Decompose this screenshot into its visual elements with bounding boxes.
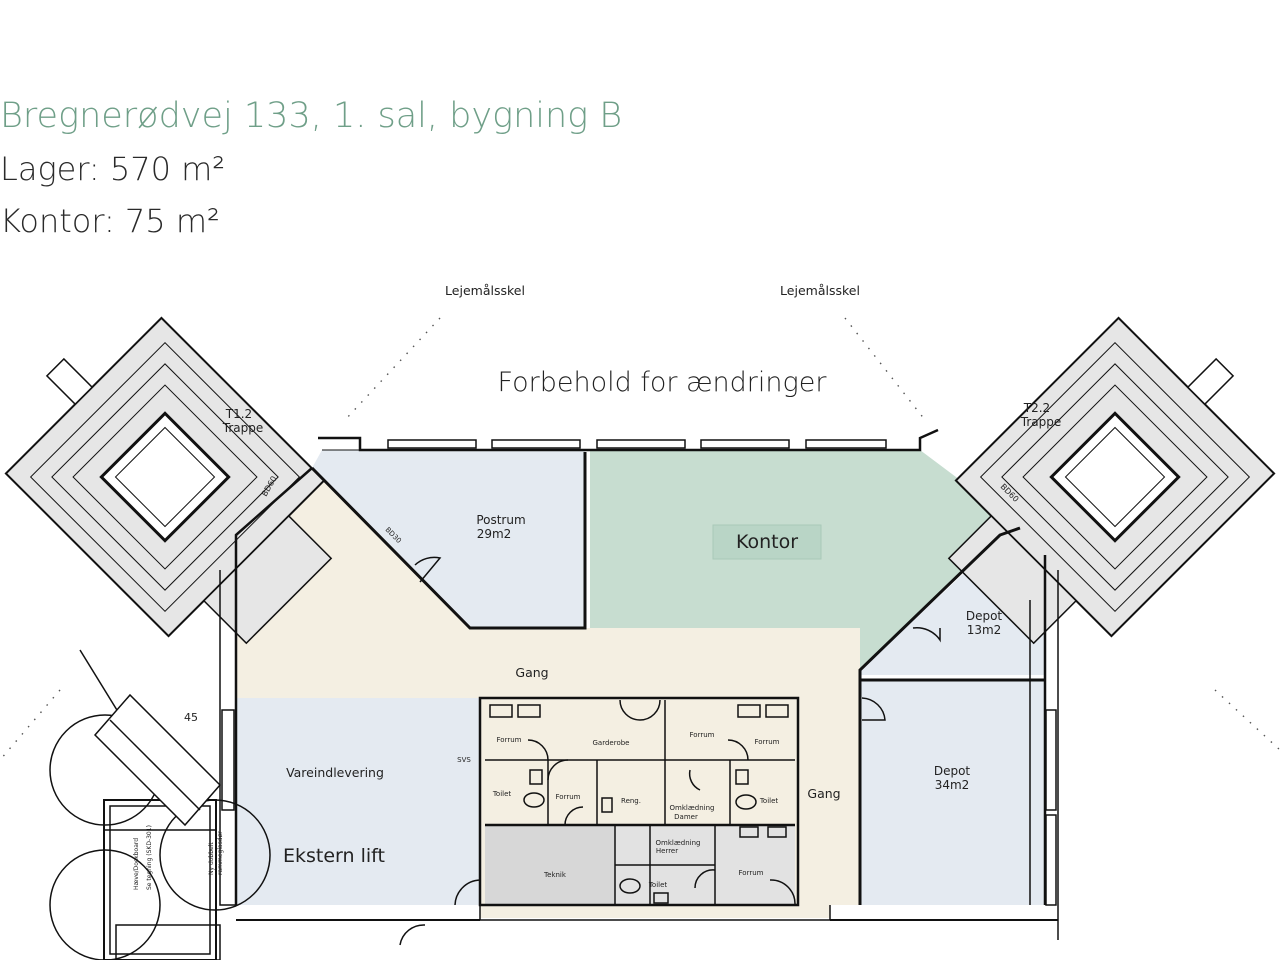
vareindlevering-label: Vareindlevering [286, 765, 384, 780]
omkl-damer-label-2: Damer [674, 813, 698, 821]
omkl-herrer-label-1: Omklædning [656, 839, 701, 847]
plan-labels: Lejemålsskel Lejemålsskel Forbehold for … [133, 283, 1061, 890]
lease-boundary-left-label: Lejemålsskel [445, 283, 525, 298]
depot-small-area: 13m2 [967, 623, 1002, 637]
forrum-label-2: Forrum [690, 731, 715, 739]
forrum-label-1: Forrum [497, 736, 522, 744]
disclaimer-label: Forbehold for ændringer [498, 367, 828, 398]
toilet-label-2: Toilet [759, 797, 779, 805]
postrum-name: Postrum [476, 513, 525, 527]
garderobe-label: Garderobe [593, 739, 630, 747]
kontor-label-box [712, 524, 822, 560]
forrum-label-5: Forrum [739, 869, 764, 877]
interior-walls [310, 452, 1045, 905]
office-area-line: Kontor: 75 m² [0, 202, 220, 240]
forrum-label-4: Forrum [556, 793, 581, 801]
ramp-note-3: Ny dobbelt [208, 842, 215, 875]
ekstern-lift-label: Ekstern lift [283, 845, 385, 867]
stair-right-name: Trappe [1020, 415, 1061, 429]
walls [219, 428, 1059, 940]
stair-left-code: T1.2 [225, 407, 252, 421]
goods-delivery-area [236, 698, 480, 905]
kontor-room [590, 450, 1020, 670]
ramp-note-2: Se tegning (SKD-301) [146, 825, 153, 890]
toilet-label-1: Toilet [492, 790, 512, 798]
teknik-label: Teknik [543, 871, 567, 879]
floor-fills [236, 450, 1045, 918]
gang-center-label: Gang [515, 665, 548, 680]
ramp-note-1: Hæve/Dockboard [133, 838, 140, 890]
reng-label: Reng. [621, 797, 641, 805]
omkl-damer-label-1: Omklædning [670, 804, 715, 812]
gang-right-label: Gang [807, 786, 840, 801]
depot-large-name: Depot [934, 764, 971, 778]
depot-large-area: 34m2 [935, 778, 970, 792]
toilet-label-3: Toilet [648, 881, 668, 889]
stair-left-name: Trappe [222, 421, 263, 435]
lease-boundary-lines [0, 317, 1280, 761]
depot-large-room [860, 680, 1045, 905]
storage-area-line: Lager: 570 m² [0, 150, 226, 188]
postrum-area: 29m2 [477, 527, 512, 541]
page-title: Bregnerødvej 133, 1. sal, bygning B [0, 96, 623, 136]
door-swings [399, 556, 941, 946]
ramp-note-4: rammeglasdør [217, 831, 224, 875]
toilet-block [478, 696, 800, 907]
postrum-room [312, 450, 585, 628]
depot-small-name: Depot [966, 609, 1003, 623]
stair-angle-label: 45 [184, 711, 198, 724]
stair-tower-left [4, 316, 333, 645]
stair-right-code: T2.2 [1023, 401, 1050, 415]
external-lift-area [49, 649, 271, 960]
forrum-label-3: Forrum [755, 738, 780, 746]
teknik-room [485, 825, 615, 905]
omkl-herrer-label-2: Herrer [656, 847, 678, 855]
lease-boundary-right-label: Lejemålsskel [780, 283, 860, 298]
kontor-label: Kontor [736, 531, 798, 553]
svs-label: SVS [457, 756, 471, 764]
